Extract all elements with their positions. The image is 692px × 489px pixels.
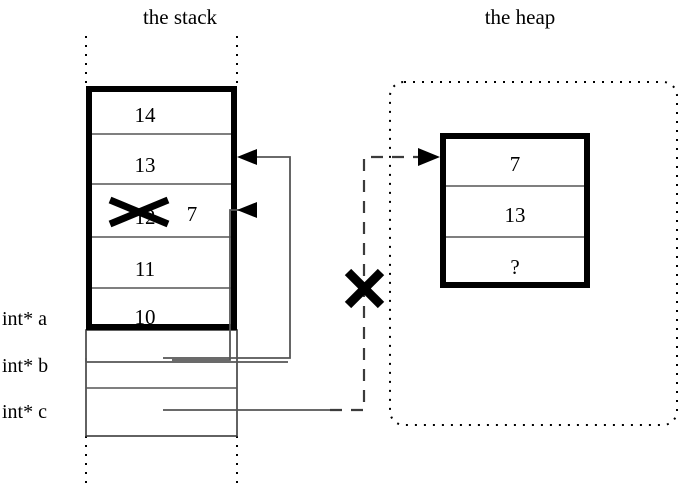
stack-cell-value-3: 11 bbox=[135, 257, 155, 281]
invalidated-pointer-cross-icon bbox=[344, 268, 385, 309]
pointer-b-arrowhead-icon bbox=[237, 149, 257, 165]
stack-array-box bbox=[86, 86, 237, 330]
heap-cell-value-0: 7 bbox=[510, 152, 521, 176]
pointer-a-arrowhead-icon bbox=[237, 202, 257, 218]
pointer-b-route bbox=[163, 156, 291, 359]
pointer-label-a: int* a bbox=[2, 308, 47, 330]
heap-region-boundary bbox=[389, 81, 678, 426]
stack-cell-value-4: 10 bbox=[135, 305, 156, 329]
stack-cell-new-value-2: 7 bbox=[187, 202, 198, 226]
stack-cell-value-0: 14 bbox=[135, 103, 157, 127]
pointer-inner-route bbox=[172, 209, 251, 361]
stack-title: the stack bbox=[143, 5, 218, 29]
heap-arrowhead-icon bbox=[418, 148, 440, 166]
overwritten-value-cross-icon bbox=[108, 196, 170, 228]
heap-array-box bbox=[440, 133, 590, 288]
heap-cell-value-2: ? bbox=[510, 255, 519, 279]
pointer-label-c: int* c bbox=[2, 401, 47, 423]
pointer-label-b: int* b bbox=[2, 355, 48, 377]
heap-cell-value-1: 13 bbox=[505, 203, 526, 227]
stack-cell-value-1: 13 bbox=[135, 153, 156, 177]
invalidated-pointer-dashed-route bbox=[330, 155, 420, 412]
heap-title: the heap bbox=[485, 5, 556, 29]
stack-pointer-box bbox=[85, 329, 238, 437]
